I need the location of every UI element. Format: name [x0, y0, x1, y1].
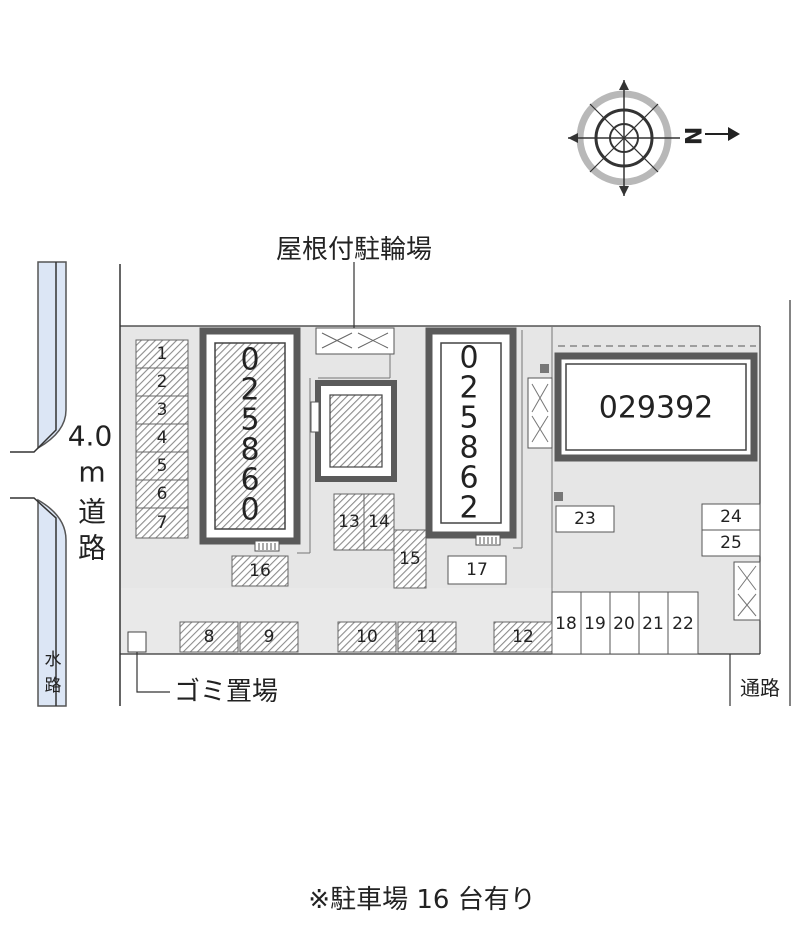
parking-space-12: 12 [512, 627, 534, 647]
road-width-label: 4.0 [68, 420, 113, 453]
parking-space-3: 3 [157, 400, 168, 420]
garbage-label: ゴミ置場 [174, 677, 278, 707]
building-left-digit-2: 2 [240, 373, 259, 408]
building-middle-digit-4: 8 [459, 431, 478, 466]
parking-space-20: 20 [613, 614, 635, 634]
building-left-digit-3: 5 [240, 403, 259, 438]
building-left-digit-1: 0 [240, 343, 259, 378]
garbage-leader [136, 652, 170, 693]
parking-space-19: 19 [584, 614, 606, 634]
building-left-digit-6: 0 [240, 493, 259, 528]
bike-rack-southeast [733, 561, 761, 621]
parking-column-left [135, 339, 189, 539]
parking-space-15: 15 [399, 549, 421, 569]
building-left-digit-5: 6 [240, 463, 259, 498]
parking-space-9: 9 [264, 627, 275, 647]
parking-space-13: 13 [338, 512, 360, 532]
waterway-label-2: 路 [45, 676, 62, 696]
parking-space-14: 14 [368, 512, 390, 532]
parking-space-21: 21 [642, 614, 664, 634]
parking-space-6: 6 [157, 484, 168, 504]
parking-space-18: 18 [555, 614, 577, 634]
road-edge [10, 262, 57, 453]
building-middle-digit-3: 5 [459, 401, 478, 436]
compass-icon [568, 80, 740, 196]
road-label-2: 路 [78, 532, 106, 565]
parking-space-4: 4 [157, 428, 168, 448]
parking-space-2: 2 [157, 372, 168, 392]
parking-space-23: 23 [574, 509, 596, 529]
building-middle-digit-2: 2 [459, 371, 478, 406]
waterway-lower [37, 498, 67, 707]
waterway [37, 261, 67, 450]
bike-rack-east [527, 377, 553, 449]
bicycle-shelter-label: 屋根付駐輪場 [276, 235, 432, 265]
parking-space-17: 17 [466, 560, 488, 580]
parking-space-24: 24 [720, 507, 742, 527]
road-unit-label: m [78, 456, 105, 489]
building-right-label: 029392 [599, 391, 714, 426]
waterway-label-1: 水 [45, 650, 62, 670]
compass-north-letter: N [679, 127, 704, 145]
garbage-area [127, 631, 147, 653]
road-edge-lower [10, 497, 57, 706]
parking-space-16: 16 [249, 561, 271, 581]
road-label-1: 道 [78, 496, 106, 529]
building-left-digit-4: 8 [240, 433, 259, 468]
parking-space-1: 1 [157, 344, 168, 364]
parking-space-7: 7 [157, 513, 168, 533]
parking-space-8: 8 [204, 627, 215, 647]
parking-space-11: 11 [416, 627, 438, 647]
bicycle-shelter-mark [321, 332, 389, 349]
building-middle-digit-1: 0 [459, 341, 478, 376]
footnote: ※駐車場 16 台有り [308, 885, 535, 915]
parking-space-5: 5 [157, 456, 168, 476]
building-middle-digit-5: 6 [459, 461, 478, 496]
parking-space-25: 25 [720, 533, 742, 553]
parking-space-10: 10 [356, 627, 378, 647]
building-middle-digit-6: 2 [459, 491, 478, 526]
bicycle-shelter [315, 327, 395, 355]
passage-label: 通路 [740, 676, 780, 700]
parking-space-22: 22 [672, 614, 694, 634]
